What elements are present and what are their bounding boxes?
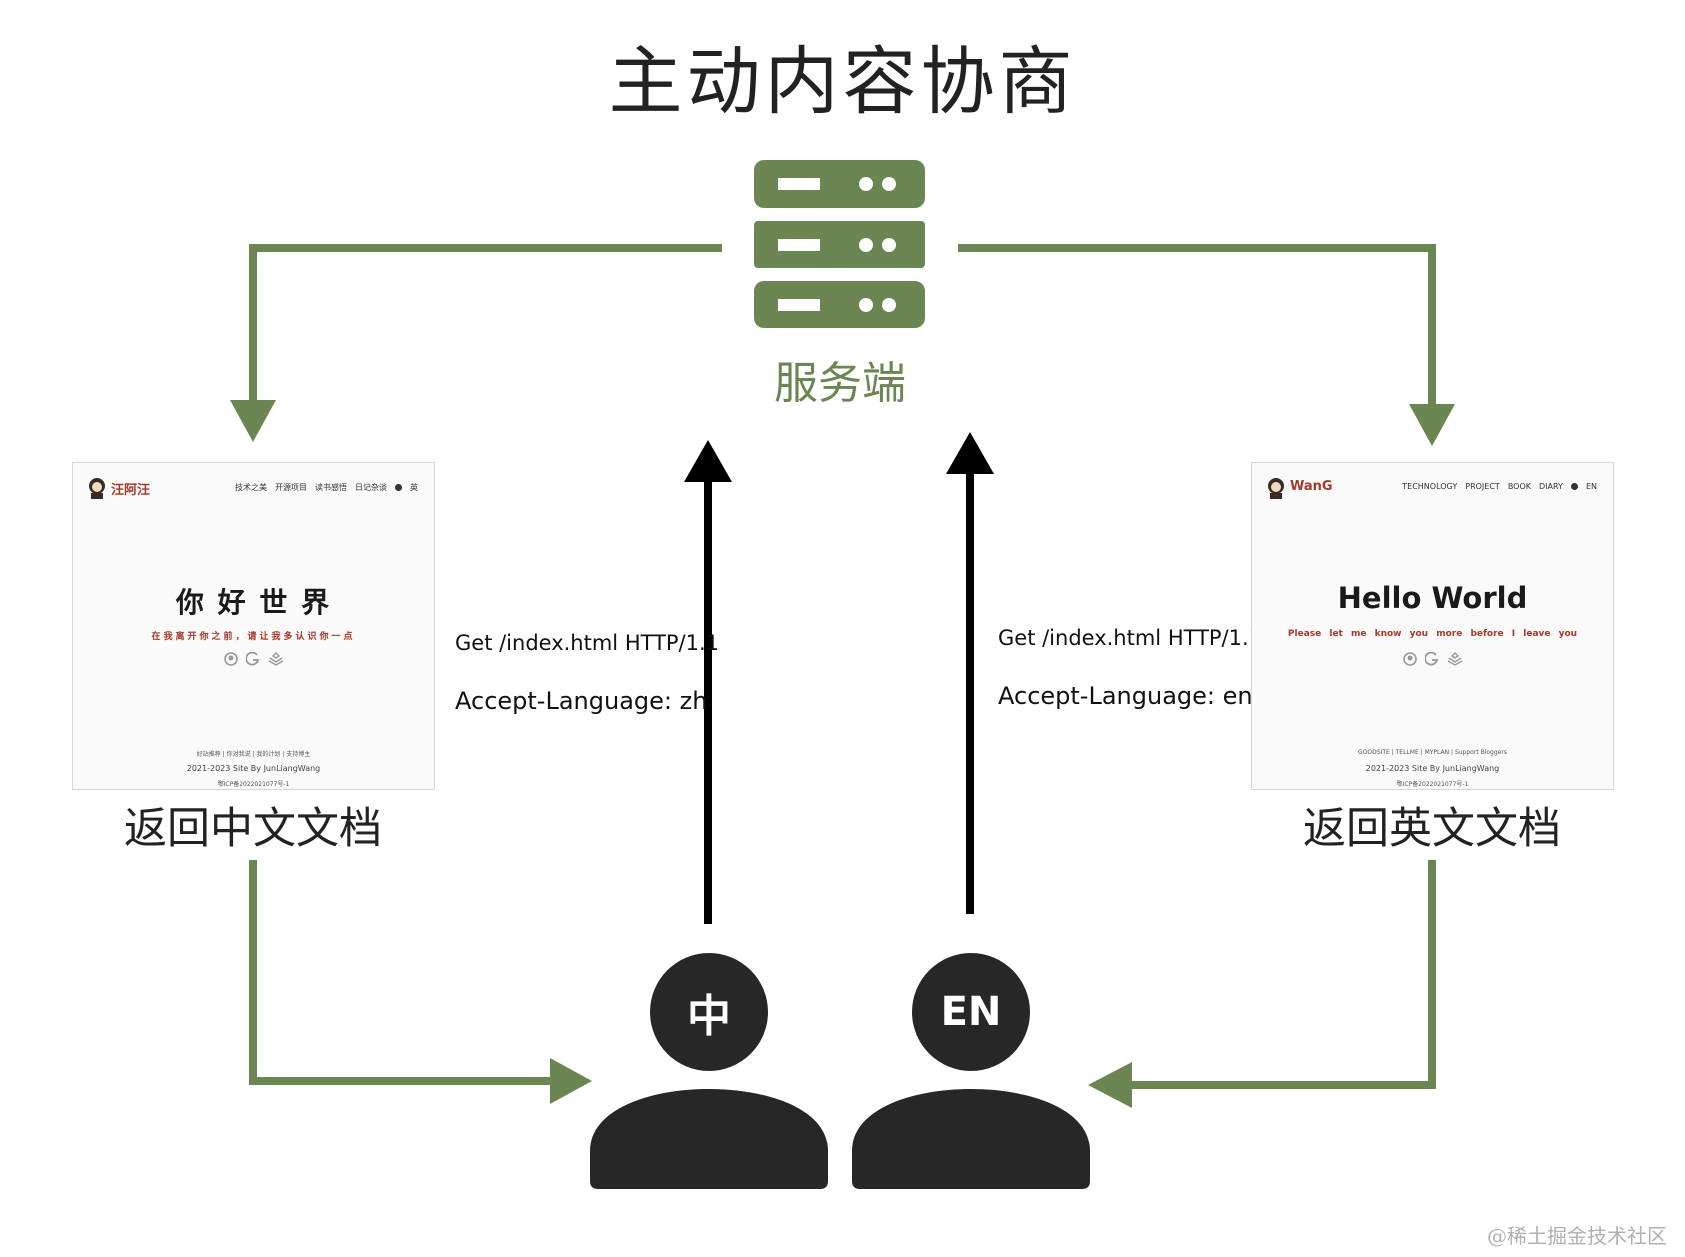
- diagram-title: 主动内容协商: [608, 39, 1077, 125]
- nav-item: PROJECT: [1465, 482, 1500, 491]
- nav-item-lang: EN: [1585, 482, 1597, 491]
- site-nav: TECHNOLOGY PROJECT BOOK DIARY EN: [1402, 482, 1597, 491]
- arrow-server-to-en-doc: [958, 244, 1436, 408]
- user-icon: [590, 1089, 828, 1189]
- zh-doc-label: 返回中文文档: [124, 804, 382, 854]
- site-footer-icp: 鄂ICP备2022021077号-1: [1396, 781, 1469, 788]
- site-footer-links: 好站推荐 | 你对我说 | 我的计划 | 支持博主: [196, 751, 311, 758]
- site-social-icons: [73, 652, 434, 666]
- github-icon: [223, 652, 238, 666]
- site-tagline: Please let me know you more before I lea…: [1287, 629, 1578, 639]
- user-zh-badge: 中: [650, 953, 768, 1071]
- request-line-en: Get /index.html HTTP/1.1: [998, 626, 1263, 650]
- site-social-icons: [1252, 652, 1613, 666]
- site-tagline: 在我离开你之前，请让我多认识你一点: [151, 632, 356, 642]
- site-footer-links: GOODSITE | TELLME | MYPLAN | Support Blo…: [1358, 749, 1507, 756]
- nav-item: DIARY: [1539, 482, 1563, 491]
- nav-item: BOOK: [1507, 482, 1532, 491]
- request-header-zh: Accept-Language: zh: [455, 687, 708, 715]
- arrowhead-zh-user: [550, 1058, 592, 1104]
- user-en-badge: EN: [912, 953, 1030, 1071]
- server-label: 服务端: [774, 358, 906, 409]
- user-zh: 中: [590, 953, 828, 1189]
- nav-item-lang: 英: [410, 483, 418, 492]
- nav-item: 读书感悟: [315, 483, 347, 492]
- nav-item: 技术之美: [235, 483, 267, 492]
- juejin-icon: [268, 652, 283, 666]
- nav-item: 开源项目: [275, 483, 307, 492]
- arrow-zh-doc-to-user: [249, 860, 554, 1085]
- request-arrowhead-en: [946, 432, 994, 474]
- nav-item: 日记杂谈: [355, 483, 387, 492]
- watermark: @稀土掘金技术社区: [1487, 1224, 1667, 1248]
- zh-site-screenshot: 汪阿汪 技术之美 开源项目 读书感悟 日记杂谈 英 你 好 世 界 在我离开你之…: [72, 462, 435, 790]
- gitee-icon: [245, 652, 259, 666]
- site-hero-title: Hello World: [1337, 581, 1528, 615]
- arrow-server-to-zh-doc: [249, 244, 722, 404]
- site-brand: 汪阿汪: [111, 483, 151, 498]
- arrowhead-en-user: [1088, 1062, 1132, 1108]
- site-logo-icon: [89, 478, 105, 499]
- site-footer-copyright: 2021-2023 Site By JunLiangWang: [1365, 764, 1500, 773]
- gitee-icon: [1424, 652, 1438, 666]
- arrow-en-doc-to-user: [1130, 860, 1436, 1089]
- request-header-en: Accept-Language: en: [998, 682, 1253, 710]
- user-icon: [852, 1089, 1090, 1189]
- site-footer-copyright: 2021-2023 Site By JunLiangWang: [186, 764, 321, 773]
- juejin-icon: [1447, 652, 1462, 666]
- nav-item: TECHNOLOGY: [1402, 482, 1458, 491]
- site-brand: WanG: [1290, 479, 1333, 494]
- github-icon: [1402, 652, 1417, 666]
- dark-mode-icon: [395, 484, 402, 491]
- user-en: EN: [852, 953, 1090, 1189]
- server-icon: [754, 160, 925, 328]
- site-nav: 技术之美 开源项目 读书感悟 日记杂谈 英: [235, 482, 418, 493]
- site-hero-title: 你 好 世 界: [175, 586, 332, 619]
- site-footer-icp: 鄂ICP备2022021077号-1: [217, 781, 290, 788]
- arrowhead-zh-doc: [230, 400, 276, 442]
- arrowhead-en-doc: [1409, 404, 1455, 446]
- request-line-zh: Get /index.html HTTP/1.1: [455, 631, 720, 655]
- site-logo-icon: [1268, 478, 1284, 499]
- request-arrowhead-zh: [684, 440, 732, 482]
- dark-mode-icon: [1570, 483, 1578, 490]
- en-doc-label: 返回英文文档: [1303, 804, 1561, 854]
- en-site-screenshot: WanG TECHNOLOGY PROJECT BOOK DIARY EN He…: [1251, 462, 1614, 790]
